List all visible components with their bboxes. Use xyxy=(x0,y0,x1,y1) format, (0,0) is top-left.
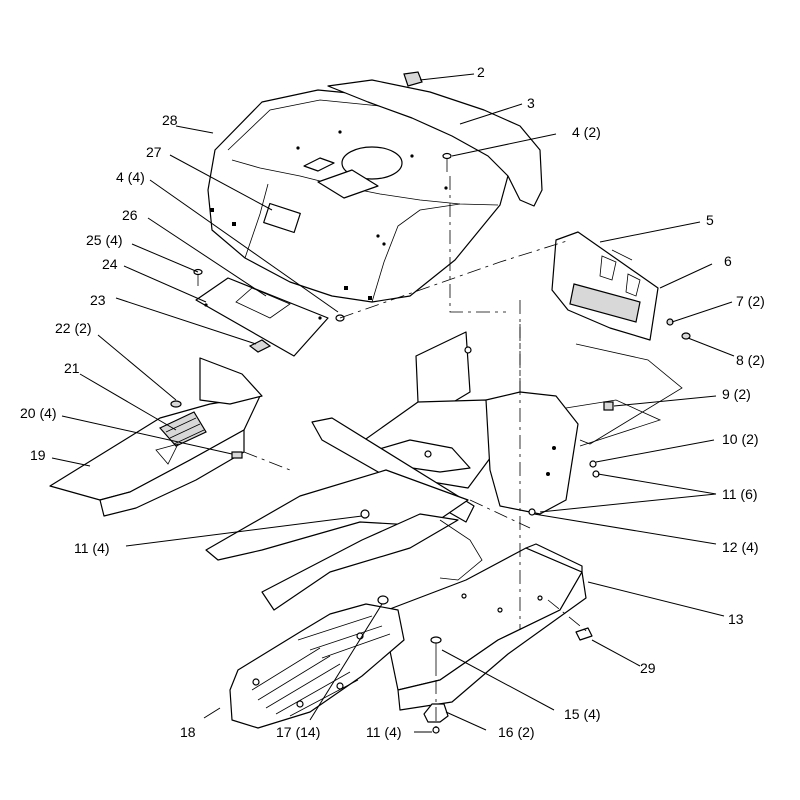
callout-11-right: 11 (6) xyxy=(722,486,758,502)
guide-planes xyxy=(439,249,683,581)
callout-11-bottom: 11 (4) xyxy=(366,724,402,740)
callout-7: 7 (2) xyxy=(736,293,765,309)
callout-8: 8 (2) xyxy=(736,352,765,368)
callout-20: 20 (4) xyxy=(20,405,57,421)
callout-21: 21 xyxy=(64,360,80,376)
callout-17: 17 (14) xyxy=(276,724,321,740)
hood-panel xyxy=(207,89,516,303)
panel-bolts xyxy=(360,318,691,519)
callout-15: 15 (4) xyxy=(564,706,601,722)
callout-25: 25 (4) xyxy=(86,232,123,248)
callout-10: 10 (2) xyxy=(722,431,759,447)
footrest-hardware xyxy=(170,400,243,459)
callout-11-left: 11 (4) xyxy=(74,540,110,556)
callout-19: 19 xyxy=(30,447,46,463)
callout-23: 23 xyxy=(90,292,106,308)
callout-16: 16 (2) xyxy=(498,724,535,740)
callout-24: 24 xyxy=(102,256,118,272)
decal-plate xyxy=(195,277,329,357)
callout-2: 2 xyxy=(477,64,485,80)
callout-22: 22 (2) xyxy=(55,320,92,336)
callout-6: 6 xyxy=(724,253,732,269)
callout-13: 13 xyxy=(728,611,744,627)
callout-29: 29 xyxy=(640,660,656,676)
callout-12: 12 (4) xyxy=(722,539,759,555)
callout-27: 27 xyxy=(146,144,162,160)
callout-4-left: 4 (4) xyxy=(116,169,145,185)
clip xyxy=(403,71,423,87)
right-footrest xyxy=(381,543,587,711)
right-panel xyxy=(551,231,659,341)
callout-26: 26 xyxy=(122,207,138,223)
callout-5: 5 xyxy=(706,212,714,228)
left-footrest xyxy=(49,357,263,517)
hood-screw xyxy=(442,152,452,172)
hood-strip xyxy=(327,79,543,207)
callout-4-top: 4 (2) xyxy=(572,124,601,140)
callout-3: 3 xyxy=(527,95,535,111)
center-frame xyxy=(355,331,579,515)
callout-9: 9 (2) xyxy=(722,386,751,402)
assembly-lines xyxy=(243,176,591,728)
floor-mat xyxy=(229,595,405,729)
leader-lines xyxy=(51,73,735,733)
callout-28: 28 xyxy=(162,112,178,128)
callout-18: 18 xyxy=(180,724,196,740)
